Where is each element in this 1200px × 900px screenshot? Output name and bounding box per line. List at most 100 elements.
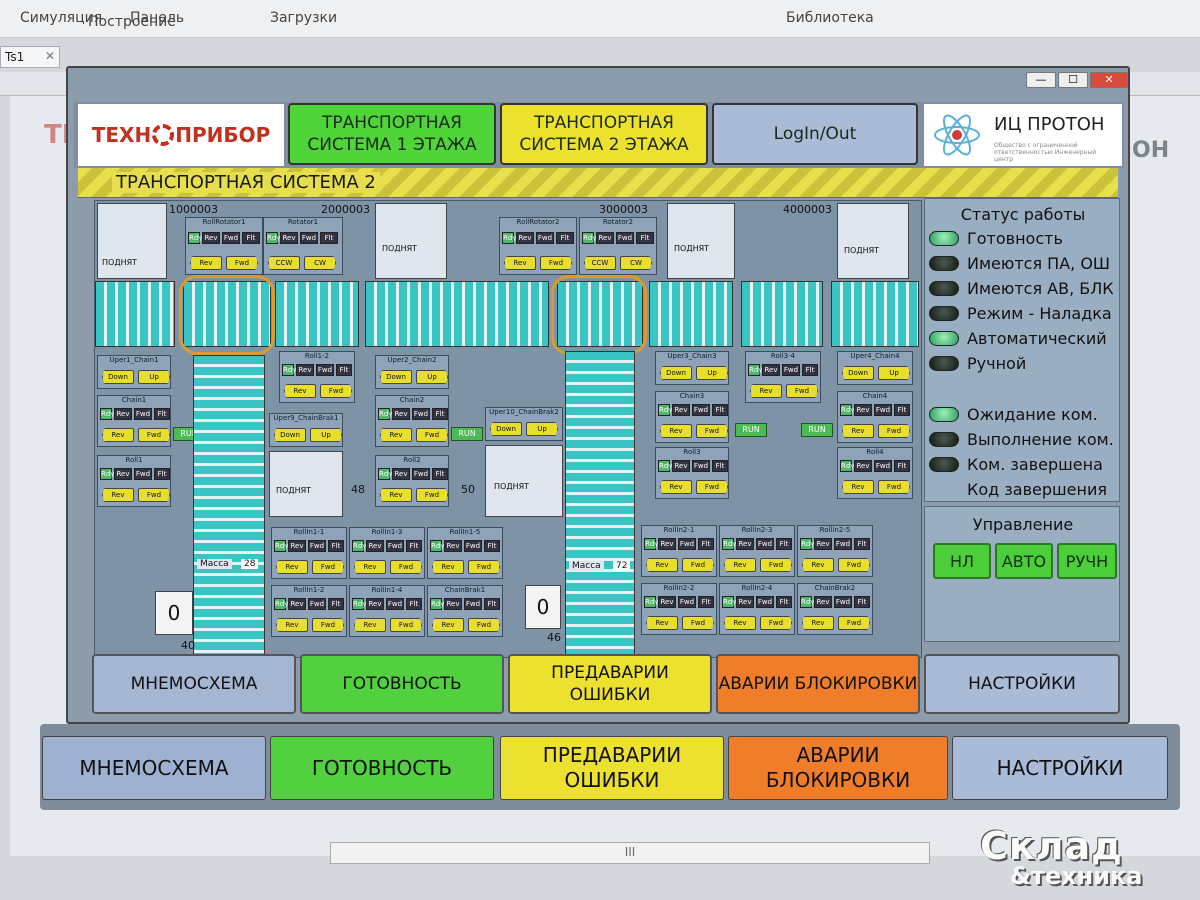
device-chainbrak2[interactable]: ChainBrak2 Rdy Rev Fwd Flt Rev Fwd: [797, 583, 873, 635]
fwd-button[interactable]: Fwd: [760, 558, 792, 572]
lift-1[interactable]: ПОДНЯТ: [97, 203, 167, 279]
down-button[interactable]: Down: [102, 370, 134, 384]
rev-button[interactable]: Rev: [646, 558, 678, 572]
fwd-button[interactable]: Fwd: [540, 256, 572, 270]
conveyor-section[interactable]: [741, 281, 823, 347]
fwd-button[interactable]: Fwd: [878, 424, 910, 438]
vertical-conveyor-1[interactable]: [193, 355, 265, 655]
host-menu-item[interactable]: Библиотека: [786, 10, 874, 26]
host-menu-item[interactable]: Панель: [130, 10, 185, 26]
fwd-button[interactable]: Fwd: [390, 560, 422, 574]
device-rollin2-5[interactable]: RollIn2-5 Rdy Rev Fwd Flt Rev Fwd: [797, 525, 873, 577]
rev-button[interactable]: Rev: [354, 618, 386, 632]
rev-button[interactable]: Rev: [802, 558, 834, 572]
tab-floor-1[interactable]: ТРАНСПОРТНАЯ СИСТЕМА 1 ЭТАЖА: [288, 103, 496, 165]
chainbrak2-lift[interactable]: ПОДНЯТ: [485, 445, 563, 517]
device-uper10-chainbrak2[interactable]: Uper10_ChainBrak2 Down Up: [485, 407, 563, 441]
host-alarm-button[interactable]: АВАРИИ БЛОКИРОВКИ: [728, 736, 948, 800]
fwd-button[interactable]: Fwd: [760, 616, 792, 630]
rev-button[interactable]: Rev: [102, 428, 134, 442]
device-roll1[interactable]: Roll1 Rdy Rev Fwd Flt Rev Fwd: [97, 455, 171, 507]
device-rotator2[interactable]: Rotator2 Rdy Rev Fwd Flt CCW CW: [579, 217, 657, 275]
rev-button[interactable]: Rev: [646, 616, 678, 630]
prealarm-button[interactable]: ПРЕДАВАРИИ ОШИБКИ: [508, 654, 712, 714]
device-roll1-2[interactable]: Roll1-2 Rdy Rev Fwd Flt Rev Fwd: [279, 351, 355, 403]
conveyor-section[interactable]: [557, 281, 643, 347]
rev-button[interactable]: Rev: [284, 384, 316, 398]
login-button[interactable]: LogIn/Out: [712, 103, 918, 165]
device-rotator1[interactable]: Rotator1 Rdy Rev Fwd Flt CCW CW: [263, 217, 343, 275]
device-rollin2-2[interactable]: RollIn2-2 Rdy Rev Fwd Flt Rev Fwd: [641, 583, 717, 635]
down-button[interactable]: Down: [490, 422, 522, 436]
device-rollin1-3[interactable]: RollIn1-3 Rdy Rev Fwd Flt Rev Fwd: [349, 527, 425, 579]
down-button[interactable]: Down: [274, 428, 306, 442]
conveyor-section[interactable]: [649, 281, 733, 347]
up-button[interactable]: Up: [138, 370, 170, 384]
device-uper1-chain1[interactable]: Uper1_Chain1 Down Up: [97, 355, 171, 389]
fwd-button[interactable]: Fwd: [312, 618, 344, 632]
host-document-tab[interactable]: Ts1✕: [0, 46, 60, 68]
chainbrak1-lift[interactable]: ПОДНЯТ: [269, 451, 343, 517]
conveyor-section[interactable]: [183, 281, 271, 347]
device-rollin1-2[interactable]: RollIn1-2 Rdy Rev Fwd Flt Rev Fwd: [271, 585, 347, 637]
device-rollin1-5[interactable]: RollIn1-5 Rdy Rev Fwd Flt Rev Fwd: [427, 527, 503, 579]
rev-button[interactable]: Rev: [724, 616, 756, 630]
host-ready-button[interactable]: ГОТОВНОСТЬ: [270, 736, 494, 800]
rev-button[interactable]: Rev: [724, 558, 756, 572]
device-rollin1-1[interactable]: RollIn1-1 Rdy Rev Fwd Flt Rev Fwd: [271, 527, 347, 579]
cw-button[interactable]: CW: [620, 256, 652, 270]
fwd-button[interactable]: Fwd: [468, 560, 500, 574]
minimize-icon[interactable]: —: [1026, 72, 1056, 88]
fwd-button[interactable]: Fwd: [138, 488, 170, 502]
up-button[interactable]: Up: [416, 370, 448, 384]
fwd-button[interactable]: Fwd: [696, 424, 728, 438]
device-rollin1-4[interactable]: RollIn1-4 Rdy Rev Fwd Flt Rev Fwd: [349, 585, 425, 637]
fwd-button[interactable]: Fwd: [390, 618, 422, 632]
cw-button[interactable]: CW: [304, 256, 336, 270]
fwd-button[interactable]: Fwd: [838, 616, 870, 630]
vertical-conveyor-2[interactable]: [565, 351, 635, 655]
close-icon[interactable]: ✕: [44, 49, 55, 63]
rev-button[interactable]: Rev: [102, 488, 134, 502]
close-icon[interactable]: ✕: [1090, 72, 1128, 88]
rev-button[interactable]: Rev: [432, 560, 464, 574]
settings-button[interactable]: НАСТРОЙКИ: [924, 654, 1120, 714]
host-prealarm-button[interactable]: ПРЕДАВАРИИ ОШИБКИ: [500, 736, 724, 800]
fwd-button[interactable]: Fwd: [838, 558, 870, 572]
down-button[interactable]: Down: [842, 366, 874, 380]
rev-button[interactable]: Rev: [842, 480, 874, 494]
lift-3[interactable]: ПОДНЯТ: [667, 203, 735, 279]
host-horizontal-scrollbar[interactable]: III: [330, 842, 930, 864]
device-chain4[interactable]: Chain4 Rdy Rev Fwd Flt Rev Fwd: [837, 391, 913, 443]
host-mnemo-button[interactable]: МНЕМОСХЕМА: [42, 736, 266, 800]
lift-4[interactable]: ПОДНЯТ: [837, 203, 909, 279]
rev-button[interactable]: Rev: [432, 618, 464, 632]
down-button[interactable]: Down: [660, 366, 692, 380]
host-settings-button[interactable]: НАСТРОЙКИ: [952, 736, 1168, 800]
rev-button[interactable]: Rev: [276, 618, 308, 632]
conveyor-section[interactable]: [365, 281, 549, 347]
up-button[interactable]: Up: [878, 366, 910, 380]
ccw-button[interactable]: CCW: [268, 256, 300, 270]
device-chain3[interactable]: Chain3 Rdy Rev Fwd Flt Rev Fwd: [655, 391, 729, 443]
device-roll4[interactable]: Roll4 Rdy Rev Fwd Flt Rev Fwd: [837, 447, 913, 499]
fwd-button[interactable]: Fwd: [416, 488, 448, 502]
mnemo-button[interactable]: МНЕМОСХЕМА: [92, 654, 296, 714]
fwd-button[interactable]: Fwd: [226, 256, 258, 270]
mode-manual-button[interactable]: РУЧН: [1057, 543, 1117, 579]
conveyor-section[interactable]: [275, 281, 359, 347]
device-uper4-chain4[interactable]: Uper4_Chain4 Down Up: [837, 351, 913, 385]
mode-auto-button[interactable]: АВТО: [995, 543, 1053, 579]
rev-button[interactable]: Rev: [842, 424, 874, 438]
fwd-button[interactable]: Fwd: [312, 560, 344, 574]
rev-button[interactable]: Rev: [802, 616, 834, 630]
conveyor-section[interactable]: [831, 281, 919, 347]
device-rollrotator2[interactable]: RollRotator2 Rdy Rev Fwd Flt Rev Fwd: [499, 217, 577, 275]
ready-button[interactable]: ГОТОВНОСТЬ: [300, 654, 504, 714]
fwd-button[interactable]: Fwd: [468, 618, 500, 632]
fwd-button[interactable]: Fwd: [878, 480, 910, 494]
rev-button[interactable]: Rev: [276, 560, 308, 574]
device-rollin2-4[interactable]: RollIn2-4 Rdy Rev Fwd Flt Rev Fwd: [719, 583, 795, 635]
down-button[interactable]: Down: [380, 370, 412, 384]
device-chain1[interactable]: Chain1 Rdy Rev Fwd Flt Rev Fwd: [97, 395, 171, 447]
